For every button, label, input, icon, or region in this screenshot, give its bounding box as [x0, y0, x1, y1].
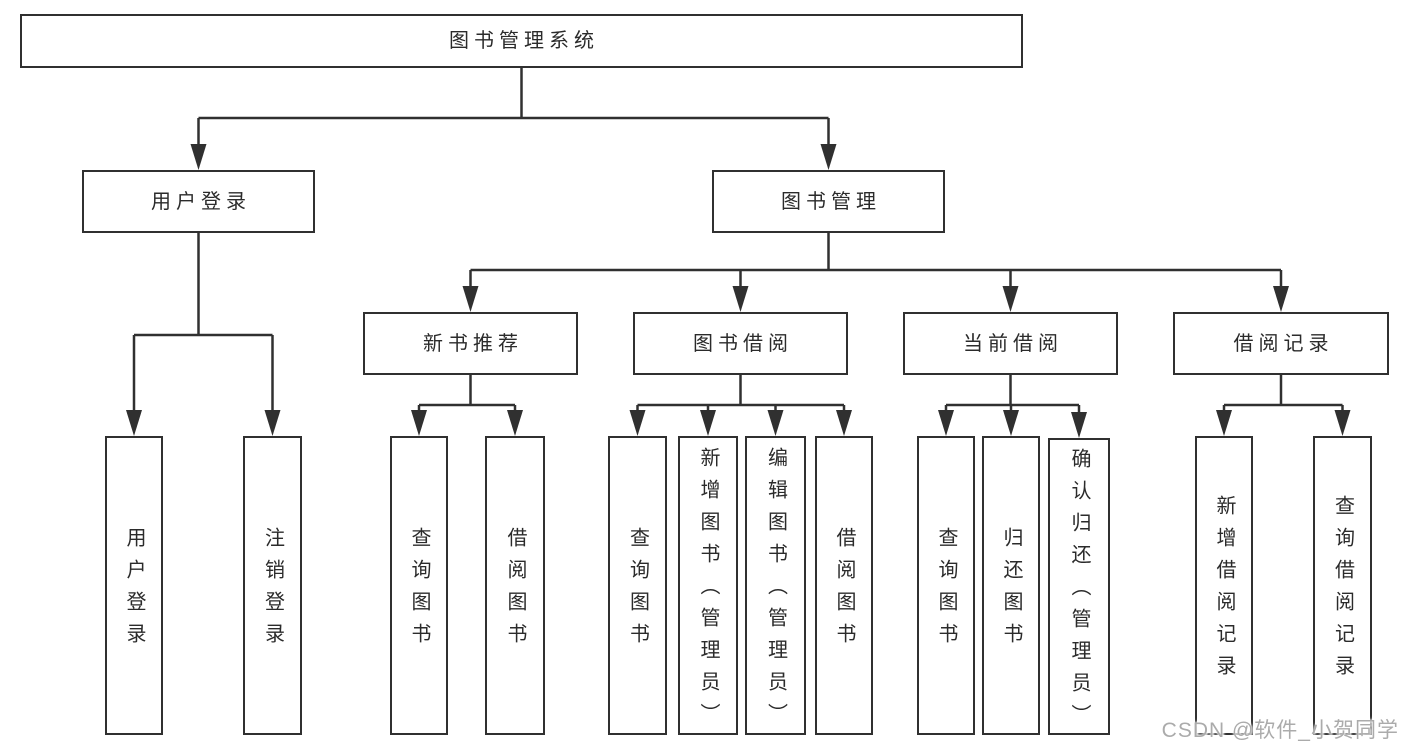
leaf-recommend-borrow-books: 借阅图书: [485, 436, 545, 735]
node-borrowing-records: 借阅记录: [1173, 312, 1389, 375]
leaf-current-query-books: 查询图书: [917, 436, 975, 735]
leaf-borrow-query-books: 查询图书: [608, 436, 667, 735]
leaf-current-confirm-return-admin: 确认归还（管理员）: [1048, 438, 1110, 736]
leaf-user-login: 用户登录: [105, 436, 163, 735]
leaf-borrow-borrow-books: 借阅图书: [815, 436, 873, 735]
watermark-text: CSDN @软件_小贺同学: [1161, 719, 1399, 742]
leaf-recommend-query-books: 查询图书: [390, 436, 448, 735]
node-library-system: 图书管理系统: [20, 14, 1023, 68]
leaf-logout: 注销登录: [243, 436, 302, 735]
node-book-management: 图书管理: [712, 170, 945, 233]
node-current-borrowing: 当前借阅: [903, 312, 1118, 375]
leaf-borrow-add-books-admin: 新增图书（管理员）: [678, 436, 738, 735]
node-user-login: 用户登录: [82, 170, 315, 233]
leaf-records-query-record: 查询借阅记录: [1313, 436, 1372, 735]
leaf-records-add-record: 新增借阅记录: [1195, 436, 1253, 735]
leaf-current-return-books: 归还图书: [982, 436, 1040, 735]
node-book-borrowing: 图书借阅: [633, 312, 848, 375]
node-new-book-recommendation: 新书推荐: [363, 312, 578, 375]
leaf-borrow-edit-books-admin: 编辑图书（管理员）: [745, 436, 806, 735]
